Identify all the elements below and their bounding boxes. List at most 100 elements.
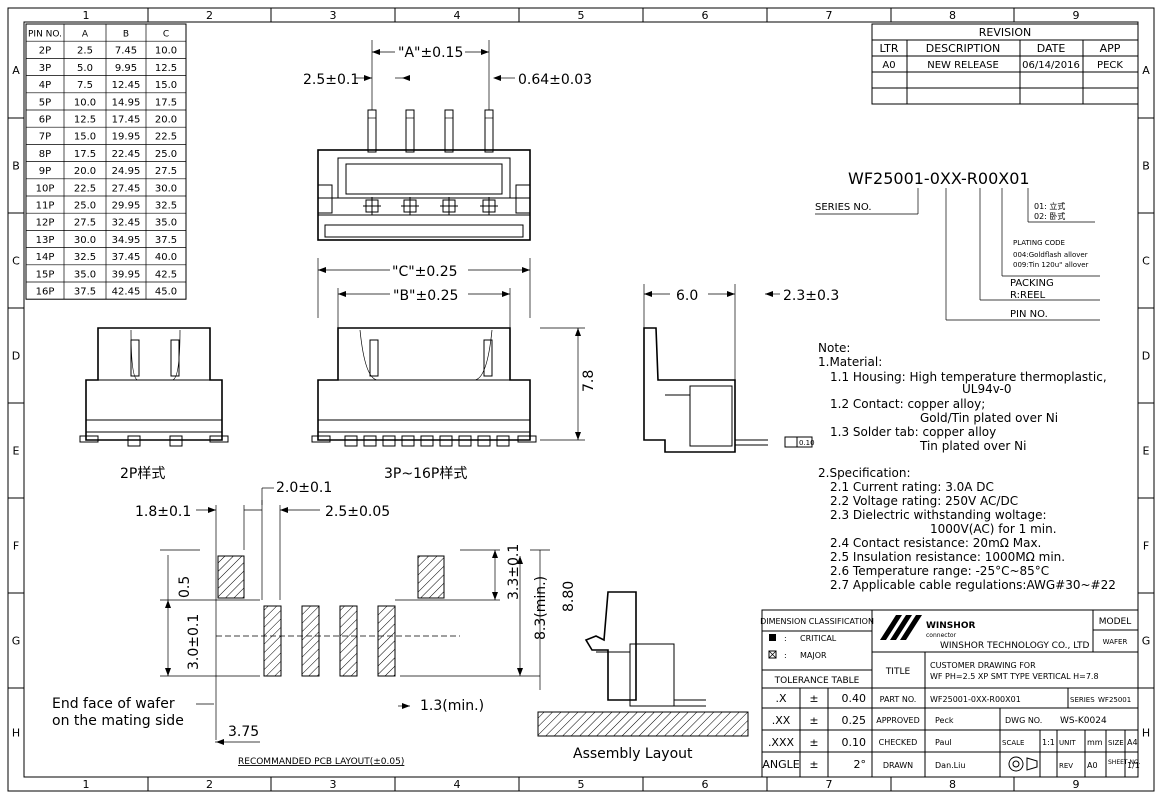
pin-table-cell: 25.0 xyxy=(74,201,96,212)
drawn-value: Dan.Liu xyxy=(935,761,965,770)
note-line: 2.2 Voltage rating: 250V AC/DC xyxy=(830,494,1018,508)
dim-pcb-min: 8.3(min.) xyxy=(533,576,549,640)
pin-table-cell: 39.95 xyxy=(112,269,141,280)
col-label-top: 5 xyxy=(578,9,585,22)
pin-table-cell: 27.5 xyxy=(74,218,96,229)
company-logo xyxy=(880,615,922,640)
dim-a: "A"±0.15 xyxy=(398,45,463,61)
pin-table-header: A xyxy=(82,30,89,40)
row-label-right: G xyxy=(1142,635,1151,648)
series-no-label: SERIES NO. xyxy=(815,202,872,213)
tol-value: 0.40 xyxy=(842,692,867,705)
pin-no-label: PIN NO. xyxy=(1010,309,1048,320)
projection-symbol-icon xyxy=(1008,756,1038,772)
pin-table-cell: 10.0 xyxy=(155,46,177,57)
pin-table-cell: 8P xyxy=(39,149,51,160)
col-label-top: 9 xyxy=(1073,9,1080,22)
pin-table-cell: 24.95 xyxy=(112,166,141,177)
note-line: 2.7 Applicable cable regulations:AWG#30~… xyxy=(830,578,1116,592)
rev-ltr: A0 xyxy=(882,60,895,71)
dim-pcb-total: 8.80 xyxy=(561,581,577,612)
pin-table-cell: 12.5 xyxy=(74,115,96,126)
note-line: Gold/Tin plated over Ni xyxy=(920,411,1058,425)
dim-coplanarity: 0.10 xyxy=(799,439,815,447)
scale-label: SCALE xyxy=(1002,739,1024,747)
pin-table-cell: 3P xyxy=(39,63,51,74)
top-view: "A"±0.15 2.5±0.1 0.64±0.03 xyxy=(303,40,592,241)
title-label: TITLE xyxy=(885,667,911,677)
note-line: 1.Material: xyxy=(818,355,882,369)
pin-table-cell: 37.5 xyxy=(74,287,96,298)
pin-table-cell: 9P xyxy=(39,166,51,177)
dim-pad-pitch: 2.5±0.05 xyxy=(325,504,390,520)
pin-table-cell: 29.95 xyxy=(112,201,141,212)
dim-class-title: DIMENSION CLASSIFICATION xyxy=(760,617,874,626)
col-label-bottom: 9 xyxy=(1073,778,1080,791)
dim-gap: 1.3(min.) xyxy=(420,698,484,714)
plating-2: 009:Tin 120u" allover xyxy=(1013,261,1089,269)
rev-header-app: APP xyxy=(1100,42,1121,55)
dim-tab: 2.3±0.3 xyxy=(783,288,839,304)
rev-label: REV xyxy=(1059,762,1073,770)
dim-tab-w: 1.8±0.1 xyxy=(135,504,191,520)
pin-table-cell: 2P xyxy=(39,46,51,57)
pcb-pad xyxy=(377,605,396,677)
row-label-right: H xyxy=(1142,727,1150,740)
rev-header-ltr: LTR xyxy=(880,42,899,55)
approved-value: Peck xyxy=(935,716,954,725)
pcb-pad xyxy=(301,605,320,677)
sheet-value: 1/1 xyxy=(1127,761,1140,770)
critical-label: : xyxy=(784,634,787,643)
row-label-left: B xyxy=(12,160,20,173)
row-label-left: H xyxy=(12,727,20,740)
rev-date: 06/14/2016 xyxy=(1022,60,1080,71)
pcb-layout-title: RECOMMANDED PCB LAYOUT(±0.05) xyxy=(238,757,404,767)
dim-pad-len: 3.0±0.1 xyxy=(186,614,202,670)
col-label-top: 4 xyxy=(454,9,461,22)
dim-pin-width: 0.64±0.03 xyxy=(518,72,592,88)
pin-table-cell: 17.5 xyxy=(155,97,177,108)
pin-table-cell: 16P xyxy=(36,287,55,298)
drawn-label: DRAWN xyxy=(883,761,913,770)
pin-table-cell: 20.0 xyxy=(155,115,177,126)
part-code: WF25001-0XX-R00X01 xyxy=(848,169,1030,188)
pin-table-cell: 22.5 xyxy=(74,183,96,194)
revision-table: REVISION LTR DESCRIPTION DATE APP A0 NEW… xyxy=(871,23,1139,105)
col-label-top: 8 xyxy=(949,9,956,22)
dim-tab-h: 0.5 xyxy=(177,576,193,598)
pin-table-cell: 4P xyxy=(39,80,51,91)
part-value: WF25001-0XX-R00X01 xyxy=(930,695,1021,704)
unit-value: mm xyxy=(1087,738,1103,747)
pin-table-cell: 10.0 xyxy=(74,97,96,108)
company-name: WINSHOR TECHNOLOGY CO., LTD xyxy=(940,641,1090,651)
wafer-note-2: on the mating side xyxy=(52,713,184,729)
series-label: SERIES xyxy=(1070,696,1095,704)
tol-digits: .X xyxy=(775,692,786,705)
col-label-bottom: 7 xyxy=(826,778,833,791)
pin-table-cell: 35.0 xyxy=(155,218,177,229)
pin-table-cell: 30.0 xyxy=(155,183,177,194)
pin-table-cell: 32.45 xyxy=(112,218,141,229)
pin-table-cell: 25.0 xyxy=(155,149,177,160)
pin-table-cell: 5P xyxy=(39,97,51,108)
pin-table-cell: 20.0 xyxy=(74,166,96,177)
pin-table-cell: 42.45 xyxy=(112,287,141,298)
row-label-right: F xyxy=(1143,540,1149,553)
title-block: DIMENSION CLASSIFICATION : CRITICAL : MA… xyxy=(760,609,1140,778)
row-label-left: A xyxy=(12,64,20,77)
row-label-right: C xyxy=(1142,255,1150,268)
note-line: 2.1 Current rating: 3.0A DC xyxy=(830,480,994,494)
tol-value: 0.25 xyxy=(842,714,867,727)
note-line: 1000V(AC) for 1 min. xyxy=(930,522,1057,536)
col-label-bottom: 1 xyxy=(83,778,90,791)
tol-digits: ANGLE xyxy=(762,758,799,771)
col-label-bottom: 2 xyxy=(206,778,213,791)
option-1: 01: 立式 xyxy=(1034,201,1065,211)
model-label: MODEL xyxy=(1099,617,1131,627)
pin-table-cell: 7.5 xyxy=(77,80,93,91)
col-label-bottom: 6 xyxy=(702,778,709,791)
rev-app: PECK xyxy=(1097,60,1123,71)
wafer-note-1: End face of wafer xyxy=(52,696,175,712)
